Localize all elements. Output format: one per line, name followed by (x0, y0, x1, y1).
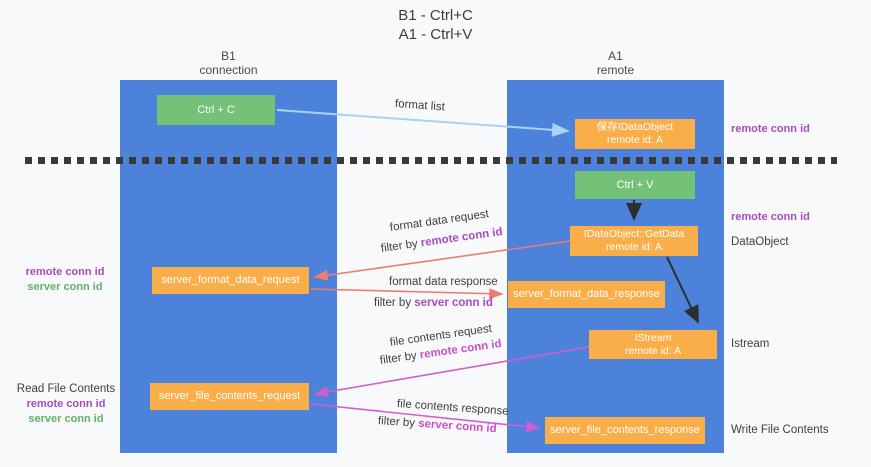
remote-conn-id-key: remote conn id (420, 225, 504, 250)
ctrl-c-box: Ctrl + C (157, 95, 275, 125)
ctrl-v-box: Ctrl + V (575, 171, 695, 199)
right-column-header: A1 remote (507, 49, 724, 77)
left-remote-conn-id-top: remote conn id (25, 266, 105, 278)
read-file-contents-label: Read File Contents (16, 383, 116, 395)
right-remote-conn-id-mid: remote conn id (731, 211, 810, 223)
istream-line2: remote id: A (624, 344, 682, 357)
idataobject-getdata-box: IDataObject::GetData remote id: A (570, 226, 698, 256)
server-format-data-request-box: server_format_data_request (152, 267, 309, 294)
right-remote-conn-id-top: remote conn id (731, 123, 810, 135)
filter-by-text: filter by (374, 297, 415, 309)
save-idataobject-box: 保存IDataObject remote id: A (575, 119, 695, 149)
right-column-name: A1 (608, 49, 623, 63)
left-conn-id-labels-top: remote conn id server conn id (10, 265, 120, 295)
save-idataobject-line1: 保存IDataObject (596, 121, 674, 133)
server-conn-id-key: server conn id (417, 417, 498, 436)
format-list-label: format list (394, 98, 446, 114)
server-format-data-response-label: server_format_data_response (513, 288, 660, 300)
left-file-labels-bottom: Read File Contents remote conn id server… (10, 382, 122, 427)
idataobject-getdata-line1: IDataObject::GetData (583, 228, 685, 240)
file-contents-response-label: file contents response (396, 398, 510, 418)
left-column-name: B1 (221, 49, 236, 63)
server-file-contents-request-box: server_file_contents_request (150, 383, 309, 410)
arrow-format-data-response (310, 288, 504, 300)
filter-by-text: filter by (380, 237, 422, 255)
server-file-contents-response-box: server_file_contents_response (545, 417, 705, 444)
dataobject-label: DataObject (731, 236, 789, 248)
istream-side-label: Istream (731, 338, 770, 350)
server-format-data-request-label: server_format_data_request (161, 274, 300, 286)
save-idataobject-line2: remote id: A (606, 134, 664, 146)
left-remote-conn-id-bottom: remote conn id (26, 398, 106, 410)
format-data-response-filter-label: filter by server conn id (374, 297, 493, 309)
file-contents-response-filter-label: filter by server conn id (378, 415, 497, 435)
diagram-title-line1: B1 - Ctrl+C (398, 7, 473, 24)
idataobject-getdata-line2: remote id: A (605, 241, 663, 253)
filter-by-text: filter by (379, 349, 421, 367)
server-format-data-response-box: server_format_data_response (508, 281, 665, 308)
server-file-contents-response-label: server_file_contents_response (550, 424, 700, 436)
server-file-contents-request-label: server_file_contents_request (158, 390, 301, 402)
server-conn-id-key: server conn id (414, 297, 493, 309)
right-column-role: remote (596, 63, 635, 77)
diagram-title-line2: A1 - Ctrl+V (398, 26, 473, 43)
dashed-separator-line (25, 157, 837, 164)
left-server-conn-id-top: server conn id (27, 281, 103, 293)
left-column-header: B1 connection (120, 49, 337, 77)
istream-line1: IStream (634, 331, 672, 344)
filter-by-text: filter by (377, 415, 419, 430)
ctrl-v-label: Ctrl + V (616, 178, 654, 191)
write-file-contents-label: Write File Contents (731, 424, 829, 436)
diagram-title: B1 - Ctrl+C A1 - Ctrl+V (0, 6, 871, 44)
istream-box: IStream remote id: A (589, 330, 717, 359)
format-data-response-label: format data response (389, 276, 498, 288)
left-server-conn-id-bottom: server conn id (28, 413, 104, 425)
ctrl-c-label: Ctrl + C (197, 103, 235, 116)
left-column-role: connection (199, 63, 258, 77)
